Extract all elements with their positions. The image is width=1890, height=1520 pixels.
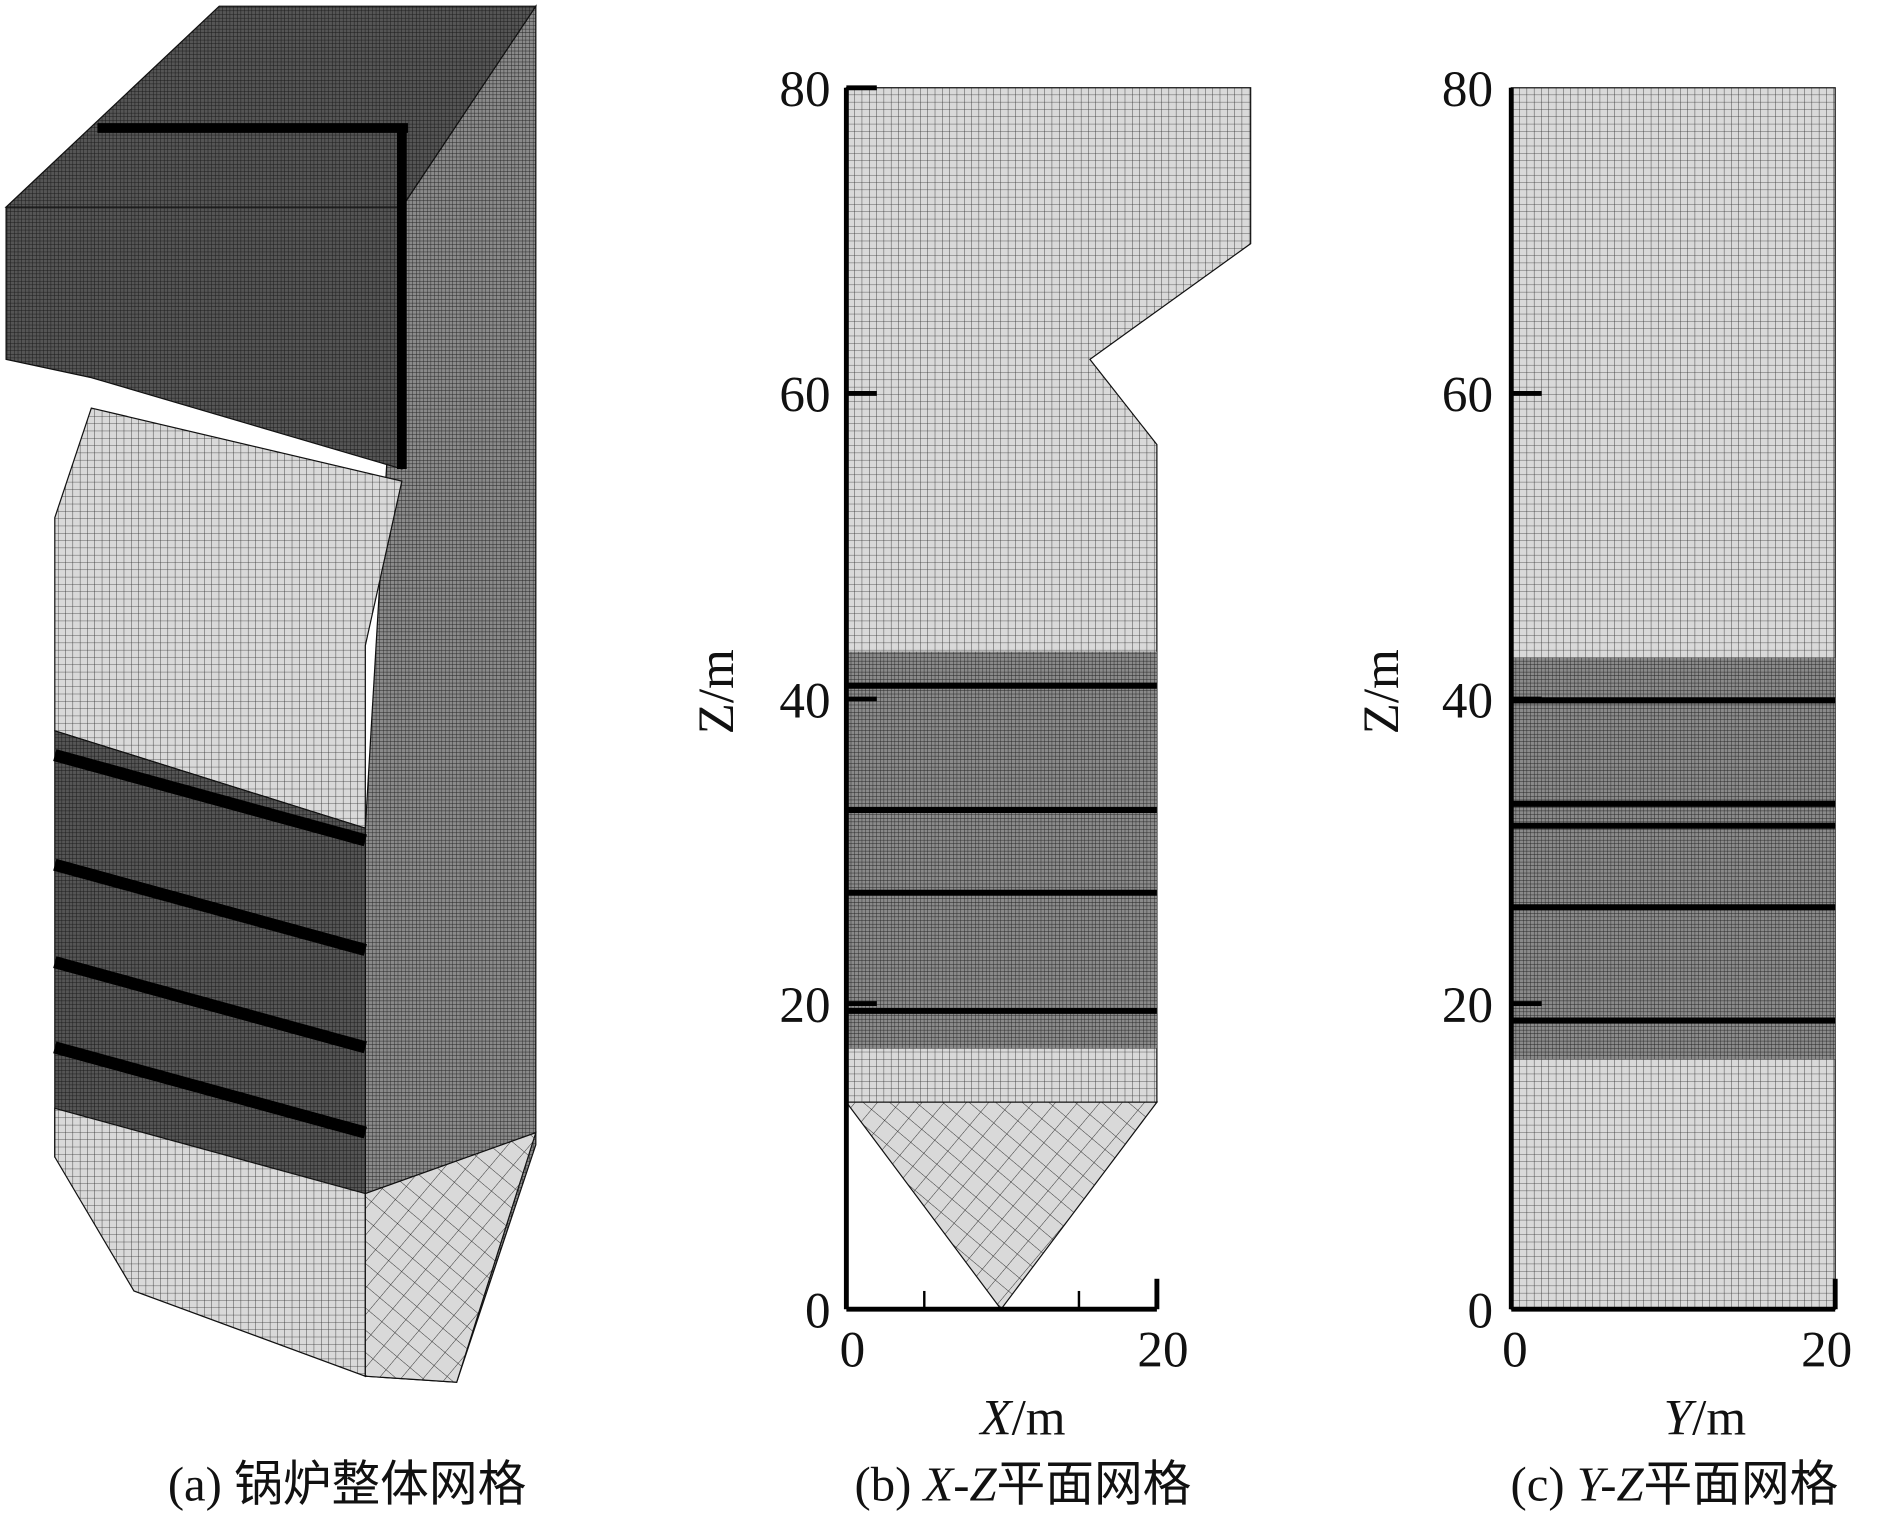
x-axis-label: X/m [978,1390,1065,1447]
yz-dense-band [1511,657,1836,1060]
panel-a-caption: (a) 锅炉整体网格 [168,1457,526,1511]
y-tick-label: 20 [1801,1321,1852,1378]
xz-dense-band [846,651,1157,1049]
x-tick-label: 20 [1137,1321,1188,1378]
panel-b-caption: (b) X-Z平面网格 [855,1457,1192,1511]
panel-a-boiler-mesh [4,4,537,1383]
z-tick-label: 60 [779,367,830,424]
yz-axes [1508,87,1838,1312]
panel-c-caption: (c) Y-Z平面网格 [1511,1457,1839,1511]
z-tick-label: 0 [805,1282,831,1339]
z-tick-label: 60 [1442,367,1493,424]
x-tick-label: 0 [840,1321,866,1378]
z-tick-label: 20 [1442,977,1493,1034]
z-tick-label: 20 [779,977,830,1034]
boiler-hopper-side [364,1131,537,1383]
panel-b-xz-mesh: 0 20 40 60 80 0 20 Z/m X/m (b) X-Z平面网格 [688,61,1252,1511]
z-tick-label: 80 [779,61,830,118]
z-tick-label: 40 [1442,672,1493,729]
z-axis-label: Z/m [1353,649,1410,734]
y-axis-label: Y/m [1664,1390,1746,1447]
z-axis-label: Z/m [688,649,745,734]
y-tick-label: 0 [1502,1321,1528,1378]
yz-dense-lines [1511,697,1836,1024]
z-tick-label: 80 [1442,61,1493,118]
xz-axes [843,85,1160,1312]
panel-c-yz-mesh: 0 20 40 60 80 0 20 Z/m Y/m (c) Y-Z平面网格 [1353,61,1852,1511]
boiler-upper-box-front [5,206,403,470]
z-tick-label: 0 [1467,1282,1493,1339]
boiler-hopper [54,1107,366,1378]
z-tick-label: 40 [779,672,830,729]
xz-dense-lines [846,682,1157,1014]
xz-hopper-mesh [845,1101,1159,1311]
